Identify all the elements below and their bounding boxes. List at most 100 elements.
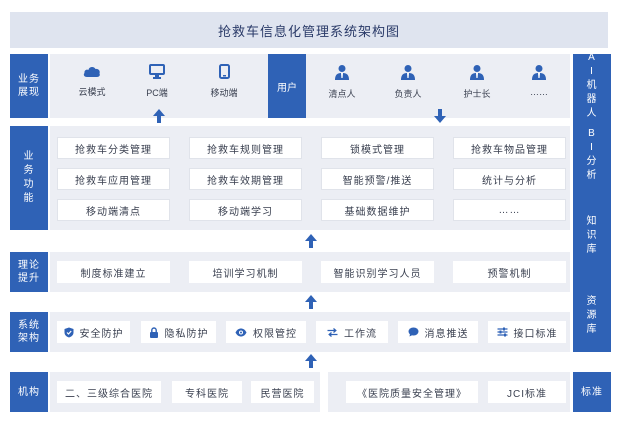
function-box-mobile-count: 移动端清点	[57, 199, 170, 221]
system-band	[50, 312, 570, 352]
system-box-privacy-label: 隐私防护	[164, 328, 209, 340]
sliders-icon	[497, 327, 507, 337]
org-box-private-hospital: 民营医院	[251, 381, 314, 403]
role-item-owner: 负责人	[378, 64, 438, 114]
row-label-function-char-4: 能	[23, 193, 35, 204]
cloud-icon	[83, 67, 100, 77]
arrow-down-icon	[434, 109, 446, 123]
row-label-theory: 理论 提升	[10, 252, 48, 292]
arrow-up-icon	[305, 354, 317, 368]
bi-char-2: I	[590, 142, 594, 153]
row-label-system: 系统 架构	[10, 312, 48, 352]
row-label-function-char-1: 业	[23, 151, 35, 162]
function-box-mobile-learn: 移动端学习	[189, 199, 302, 221]
user-box: 用户	[268, 54, 306, 118]
knowledge-char-2: 识	[586, 230, 598, 241]
theory-box-warning: 预警机制	[453, 261, 566, 283]
theory-box-standard: 制度标准建立	[57, 261, 170, 283]
row-label-system-line-2: 架构	[18, 333, 40, 344]
standard-box-jci: JCI标准	[488, 381, 566, 403]
function-box-more: ……	[453, 199, 566, 221]
resource-char-1: 资	[586, 296, 598, 307]
function-box-classify: 抢救车分类管理	[57, 137, 170, 159]
row-label-function-char-2: 务	[23, 165, 35, 176]
system-box-security: 安全防护	[57, 321, 130, 343]
shield-icon	[64, 327, 73, 337]
standard-box-quality: 《医院质量安全管理》	[346, 381, 478, 403]
system-box-interface: 接口标准	[488, 321, 566, 343]
person-icon	[335, 65, 349, 80]
right-col-bi-analysis: B I 分 析	[573, 118, 611, 192]
arrow-up-icon	[305, 234, 317, 248]
person-icon	[532, 65, 546, 80]
person-icon	[470, 65, 484, 80]
display-band	[50, 54, 570, 118]
ai-robot-char-4: 器	[586, 94, 598, 105]
arrow-up-icon	[305, 295, 317, 309]
row-label-theory-line-2: 提升	[18, 273, 40, 284]
display-item-pc-label: PC端	[146, 88, 168, 98]
swap-icon	[327, 327, 338, 337]
row-label-org: 机构	[10, 372, 48, 412]
row-label-display: 业务 展现	[10, 54, 48, 118]
function-box-application: 抢救车应用管理	[57, 168, 170, 190]
right-col-knowledge-base: 知 识 库	[573, 192, 611, 280]
role-item-more: ……	[509, 64, 569, 114]
function-box-stats: 统计与分析	[453, 168, 566, 190]
row-label-function: 业 务 功 能	[10, 126, 48, 230]
monitor-icon	[149, 64, 165, 79]
display-item-cloud-label: 云模式	[78, 87, 106, 97]
org-box-specialty-hospital: 专科医院	[172, 381, 242, 403]
function-box-expiry: 抢救车效期管理	[189, 168, 302, 190]
row-label-system-line-1: 系统	[18, 320, 40, 331]
display-item-cloud: 云模式	[62, 64, 122, 114]
function-box-rules: 抢救车规则管理	[189, 137, 302, 159]
knowledge-char-3: 库	[586, 244, 598, 255]
system-box-workflow-label: 工作流	[344, 328, 377, 340]
ai-robot-char-2: I	[590, 66, 594, 77]
ai-robot-char-5: 人	[586, 108, 598, 119]
system-box-security-label: 安全防护	[79, 328, 124, 340]
row-label-theory-line-1: 理论	[18, 260, 40, 271]
function-box-items: 抢救车物品管理	[453, 137, 566, 159]
resource-char-2: 源	[586, 310, 598, 321]
system-box-privacy: 隐私防护	[141, 321, 216, 343]
role-item-owner-label: 负责人	[394, 89, 422, 99]
resource-char-3: 库	[586, 324, 598, 335]
role-item-head-nurse-label: 护士长	[463, 89, 491, 99]
mobile-icon	[218, 64, 230, 79]
right-col-ai-robot: A I 机 器 人	[573, 52, 611, 119]
ai-robot-char-1: A	[588, 52, 596, 63]
system-box-permission: 权限管控	[226, 321, 306, 343]
knowledge-char-1: 知	[586, 216, 598, 227]
row-label-function-char-3: 功	[23, 179, 35, 190]
bi-char-4: 析	[586, 170, 598, 181]
function-box-base-data: 基础数据维护	[321, 199, 434, 221]
lock-icon	[149, 326, 158, 338]
eye-icon	[235, 328, 247, 336]
ai-robot-char-3: 机	[586, 80, 598, 91]
page-title: 抢救车信息化管理系统架构图	[10, 12, 608, 48]
role-item-head-nurse: 护士长	[447, 64, 507, 114]
system-box-interface-label: 接口标准	[513, 328, 558, 340]
system-box-message: 消息推送	[398, 321, 478, 343]
theory-box-identify: 智能识别学习人员	[321, 261, 434, 283]
system-box-workflow: 工作流	[316, 321, 388, 343]
org-box-general-hospital: 二、三级综合医院	[57, 381, 161, 403]
system-box-permission-label: 权限管控	[253, 328, 297, 340]
display-item-pc: PC端	[127, 64, 187, 114]
person-icon	[401, 65, 415, 80]
function-box-alert: 智能预警/推送	[321, 168, 434, 190]
display-item-mobile: 移动端	[194, 64, 254, 114]
chat-icon	[408, 327, 418, 337]
role-item-counter: 清点人	[312, 64, 372, 114]
bi-char-3: 分	[586, 156, 598, 167]
theory-box-training: 培训学习机制	[189, 261, 302, 283]
role-item-counter-label: 清点人	[328, 89, 356, 99]
arrow-up-icon	[153, 109, 165, 123]
row-label-display-line-1: 业务	[18, 74, 40, 85]
role-item-more-label: ……	[530, 87, 548, 97]
display-item-mobile-label: 移动端	[210, 88, 238, 98]
function-box-lock-mode: 锁模式管理	[321, 137, 434, 159]
row-label-display-line-2: 展现	[18, 87, 40, 98]
